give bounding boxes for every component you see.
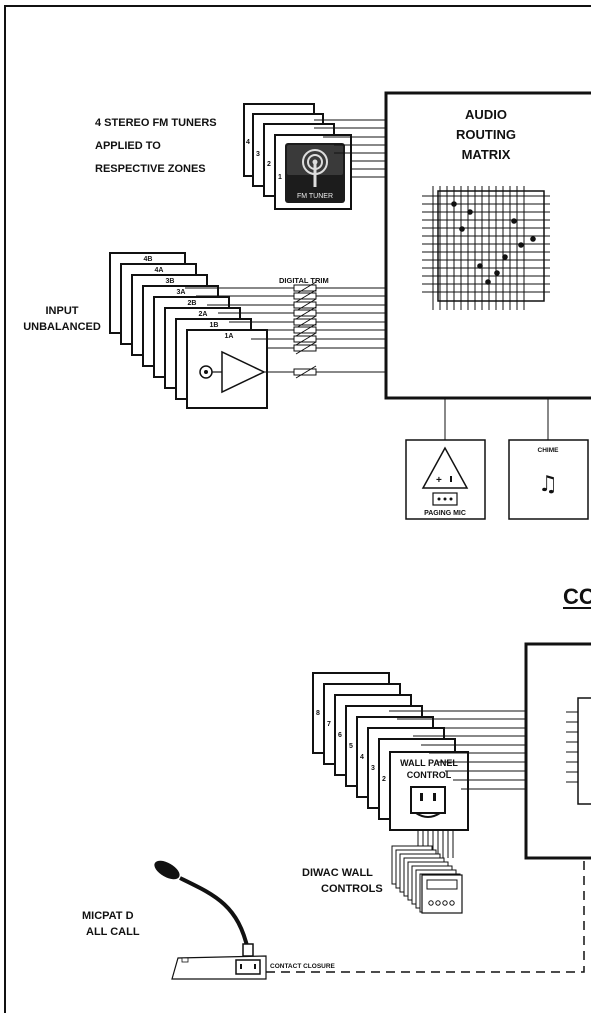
- micpat-group: MICPAT D ALL CALL CONTACT CLOSURE: [82, 858, 585, 980]
- input-card-label: 2A: [199, 311, 208, 318]
- diwac-buttons-icon: [428, 900, 455, 906]
- input-wires: [185, 281, 385, 379]
- input-card-label: 4A: [155, 267, 164, 274]
- mic-base-icon: [171, 955, 267, 980]
- diwac-display-icon: [426, 879, 458, 890]
- wall-panel-title-line1: WALL PANEL: [400, 758, 458, 768]
- input-card-label: 1A: [225, 333, 234, 340]
- control-box-ticks: [566, 711, 578, 783]
- wall-panel-card-number: 2: [382, 776, 386, 783]
- fm-tuner-card-number: 2: [267, 161, 271, 168]
- wall-panel-card-number: 5: [349, 743, 353, 750]
- antenna-icon: [302, 149, 328, 187]
- input-card-label: 3A: [177, 289, 186, 296]
- wall-panel-card-number: 7: [327, 721, 331, 728]
- micpat-label-line2: ALL CALL: [86, 926, 140, 938]
- crosspoint-dot: [477, 263, 483, 269]
- trim-resistor: [293, 309, 317, 317]
- paging-mic-label: PAGING MIC: [424, 510, 466, 517]
- diwac-group: DIWAC WALL CONTROLS: [302, 845, 463, 914]
- crosspoint-dot: [485, 279, 491, 285]
- input-label-line1: INPUT: [46, 305, 79, 317]
- trim-resistor: [293, 301, 317, 309]
- fm-tuner-label-line1: 4 STEREO FM TUNERS: [95, 117, 217, 129]
- paging-mic-triangle-icon: [421, 446, 469, 489]
- trim-resistor: [293, 368, 317, 376]
- paging-mic-module: + PAGING MIC: [405, 439, 486, 520]
- amplifier-icon: [199, 350, 266, 394]
- crosspoint-dot: [511, 218, 517, 224]
- input-label-line2: UNBALANCED: [23, 321, 101, 333]
- crosspoint-dot: [530, 236, 536, 242]
- wall-panel-card-number: 4: [360, 754, 364, 761]
- fm-tuner-group: 4 STEREO FM TUNERS APPLIED TO RESPECTIVE…: [95, 103, 385, 210]
- trim-resistor: [293, 335, 317, 343]
- gooseneck-microphone-icon: [154, 860, 254, 957]
- fm-tuner-card-number: 1: [278, 174, 282, 181]
- wall-panel-title-line2: CONTROL: [407, 770, 452, 780]
- crosspoint-dot: [494, 270, 500, 276]
- contact-closure-label: CONTACT CLOSURE: [270, 963, 336, 970]
- chime-module: CHIME ♫: [508, 439, 589, 520]
- matrix-title-line3: MATRIX: [462, 147, 511, 162]
- input-card-label: 4B: [144, 256, 153, 263]
- connector-icon: [432, 492, 458, 506]
- fm-tuner-card-number: 3: [256, 151, 260, 158]
- wall-panel-wires: [389, 710, 526, 858]
- crosspoint-dot: [451, 201, 457, 207]
- plus-icon: +: [436, 475, 442, 486]
- music-note-icon: ♫: [538, 472, 558, 497]
- diwac-label-line2: CONTROLS: [321, 883, 383, 895]
- trim-resistor: [293, 344, 317, 352]
- crosspoint-dot: [518, 242, 524, 248]
- trim-resistor: [293, 318, 317, 326]
- section-heading: CO: [563, 584, 591, 609]
- fm-tuner-card-number: 4: [246, 139, 250, 146]
- contact-closure-line: [266, 858, 585, 973]
- input-card-label: 3B: [166, 278, 175, 285]
- input-card-label: 1B: [210, 322, 219, 329]
- matrix-title-line2: ROUTING: [456, 127, 516, 142]
- matrix-crosspoints: [451, 201, 536, 285]
- input-card-label: 2B: [188, 300, 197, 307]
- matrix-grid-icon: [422, 186, 550, 310]
- matrix-title-line1: AUDIO: [465, 107, 507, 122]
- wall-connector-icon: [410, 786, 446, 818]
- wall-panel-group: 87654321 WALL PANEL CONTROL: [312, 672, 526, 858]
- fm-tuner-label-line3: RESPECTIVE ZONES: [95, 163, 206, 175]
- minus-icon: [450, 476, 452, 482]
- fm-tuner-icon-caption: FM TUNER: [297, 193, 333, 200]
- fm-tuner-label-line2: APPLIED TO: [95, 140, 161, 152]
- control-matrix-box: [524, 642, 591, 860]
- audio-routing-matrix: AUDIO ROUTING MATRIX: [384, 91, 591, 440]
- crosspoint-dot: [459, 226, 465, 232]
- fm-tuner-wires: [314, 119, 385, 178]
- trim-resistor: [293, 284, 317, 292]
- outer-frame: [4, 5, 591, 1013]
- chime-label: CHIME: [538, 447, 560, 454]
- diwac-label-line1: DIWAC WALL: [302, 867, 373, 879]
- control-box-inner: [577, 697, 591, 805]
- chime-box: [508, 439, 589, 520]
- digital-trim-label: DIGITAL TRIM: [279, 276, 329, 285]
- wall-panel-card-number: 8: [316, 710, 320, 717]
- micpat-label-line1: MICPAT D: [82, 910, 134, 922]
- crosspoint-dot: [467, 209, 473, 215]
- wall-panel-card-number: 3: [371, 765, 375, 772]
- crosspoint-dot: [502, 254, 508, 260]
- wall-panel-card-number: 6: [338, 732, 342, 739]
- trim-resistor: [293, 326, 317, 334]
- trim-resistor: [293, 292, 317, 300]
